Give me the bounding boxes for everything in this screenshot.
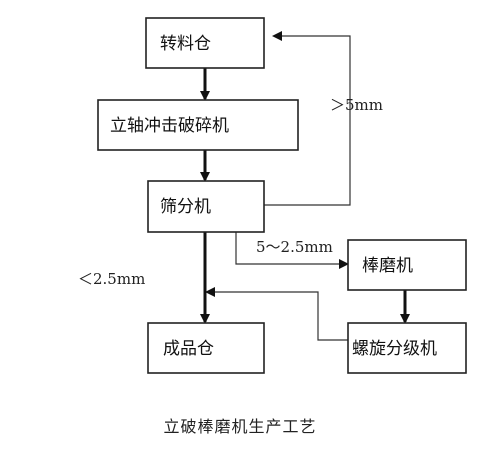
node-screen: 筛分机 (147, 180, 265, 233)
node-product-bin-label: 成品仓 (163, 339, 214, 359)
node-rod-mill: 棒磨机 (347, 239, 467, 291)
node-crusher: 立轴冲击破碎机 (97, 99, 299, 151)
node-screen-label: 筛分机 (160, 197, 211, 217)
node-rod-mill-label: 棒磨机 (362, 256, 413, 276)
return-line-oversize (264, 31, 351, 206)
connectors (200, 31, 410, 341)
line-classifier-to-product-bin (205, 287, 348, 341)
node-classifier: 螺旋分级机 (347, 322, 467, 374)
edge-label-fine: ＜2.5mm (78, 270, 145, 288)
node-product-bin: 成品仓 (147, 322, 265, 374)
diagram-caption: 立破棒磨机生产工艺 (163, 417, 316, 436)
node-bin-label: 转料仓 (160, 34, 211, 54)
node-bin: 转料仓 (145, 17, 265, 69)
edge-label-middle: 5～2.5mm (256, 238, 333, 256)
line-screen-to-rod-mill (235, 232, 349, 269)
edge-label-oversize: ＞5mm (330, 96, 383, 114)
node-crusher-label: 立轴冲击破碎机 (110, 116, 229, 136)
node-classifier-label: 螺旋分级机 (352, 339, 437, 359)
